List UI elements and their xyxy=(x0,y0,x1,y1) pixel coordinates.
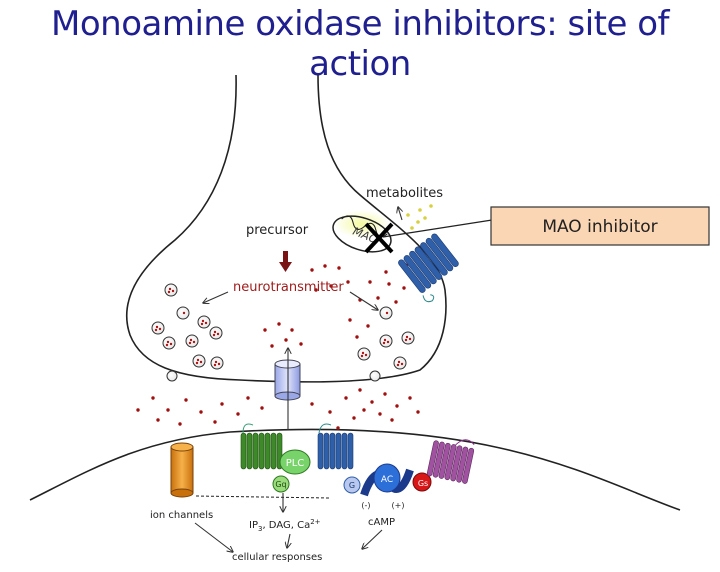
ac-enzyme xyxy=(373,463,401,493)
vesicle xyxy=(151,321,165,335)
purple-receptor xyxy=(426,439,475,484)
gs-label: Gs xyxy=(418,479,428,488)
plus-sign: (+) xyxy=(392,501,405,510)
gq-label: Gq xyxy=(275,480,286,489)
presynaptic-membrane xyxy=(125,74,447,383)
vesicle xyxy=(210,356,224,370)
vesicle xyxy=(379,334,393,348)
vesicle xyxy=(192,354,206,368)
vesicles xyxy=(151,283,415,382)
vesicle xyxy=(357,347,371,361)
arrow-camp-to-responses xyxy=(362,529,383,549)
vesicle xyxy=(197,315,211,329)
minus-sign: (-) xyxy=(361,501,370,510)
ac-label: AC xyxy=(381,475,393,485)
plc-label: PLC xyxy=(286,458,305,469)
g-label: G xyxy=(349,481,355,490)
vesicle xyxy=(393,356,407,370)
dashed-signal-line xyxy=(195,495,331,499)
vesicle xyxy=(162,336,176,350)
presynaptic-autoreceptor xyxy=(398,233,459,303)
arrow-messengers-to-responses xyxy=(287,533,290,548)
green-receptor xyxy=(240,423,283,470)
vesicle xyxy=(166,370,178,382)
mao-inhibitor-label: MAO inhibitor xyxy=(542,217,657,237)
neurotransmitter-dots xyxy=(136,262,420,430)
mao-inhibitor-box xyxy=(490,206,710,246)
inhibition-x-icon xyxy=(364,222,394,254)
precursor-arrow xyxy=(279,251,292,272)
ion-channels-label: ion channels xyxy=(150,510,213,521)
arrow-to-vesicle-right xyxy=(349,291,378,310)
metabolites-arrow xyxy=(398,207,402,221)
second-messengers-label: IP3, DAG, Ca2+ xyxy=(249,518,321,533)
precursor-label: precursor xyxy=(246,223,309,238)
postsynaptic-membrane xyxy=(29,428,681,511)
arrow-ion-to-responses xyxy=(194,522,233,552)
gs-protein xyxy=(412,472,432,492)
vesicle xyxy=(401,331,415,345)
vesicle-contents xyxy=(154,287,412,367)
ion-channel xyxy=(170,442,194,498)
camp-label: cAMP xyxy=(368,517,395,528)
cellular-responses-label: cellular responses xyxy=(232,552,322,563)
mao-inhibitor-pointer xyxy=(382,219,493,238)
g-protein xyxy=(343,476,361,494)
reuptake-transporter xyxy=(274,348,301,430)
vesicle xyxy=(164,283,178,297)
vesicle xyxy=(209,326,223,340)
arrow-to-vesicle-left xyxy=(203,291,229,303)
vesicle xyxy=(369,370,381,382)
neurotransmitter-label: neurotransmitter xyxy=(233,280,344,295)
plc-enzyme xyxy=(279,449,311,475)
metabolites-label: metabolites xyxy=(366,186,443,201)
gq-protein xyxy=(272,475,290,493)
vesicle xyxy=(185,334,199,348)
blue-receptor xyxy=(317,423,354,470)
metabolite-dots xyxy=(406,204,433,230)
page-title: Monoamine oxidase inhibitors: site of ac… xyxy=(51,4,669,84)
